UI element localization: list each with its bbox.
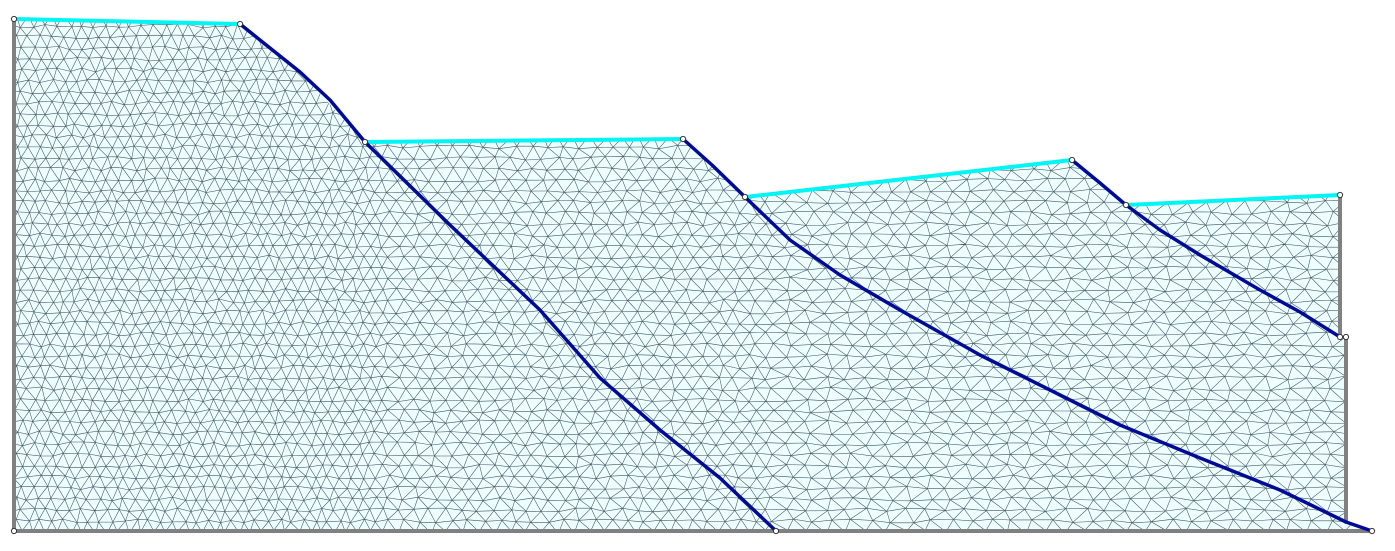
- ground-surface-lines: [12, 17, 1342, 207]
- layer-line-3: [1070, 158, 1342, 339]
- surface-line-1: [12, 17, 242, 26]
- vertex-node[interactable]: [236, 20, 244, 28]
- layer-line-1: [238, 22, 778, 533]
- vertex-node[interactable]: [772, 527, 780, 535]
- surface-line-4: [1124, 193, 1342, 207]
- vertex-node[interactable]: [1068, 156, 1076, 164]
- vertex-node[interactable]: [1336, 333, 1344, 341]
- vertex-node[interactable]: [361, 138, 369, 146]
- vertex-node[interactable]: [10, 15, 18, 23]
- vertex-node[interactable]: [741, 193, 749, 201]
- vertex-nodes: [10, 15, 1376, 535]
- vertex-node[interactable]: [1336, 191, 1344, 199]
- vertex-node[interactable]: [1122, 201, 1130, 209]
- vertex-node[interactable]: [1342, 333, 1350, 341]
- vertex-node[interactable]: [10, 527, 18, 535]
- vertex-node[interactable]: [679, 135, 687, 143]
- boundary-lines: [12, 17, 1374, 533]
- surface-line-2: [363, 137, 685, 144]
- vertex-node[interactable]: [1368, 527, 1376, 535]
- model-domain: [14, 19, 1372, 531]
- surface-line-3: [743, 158, 1074, 199]
